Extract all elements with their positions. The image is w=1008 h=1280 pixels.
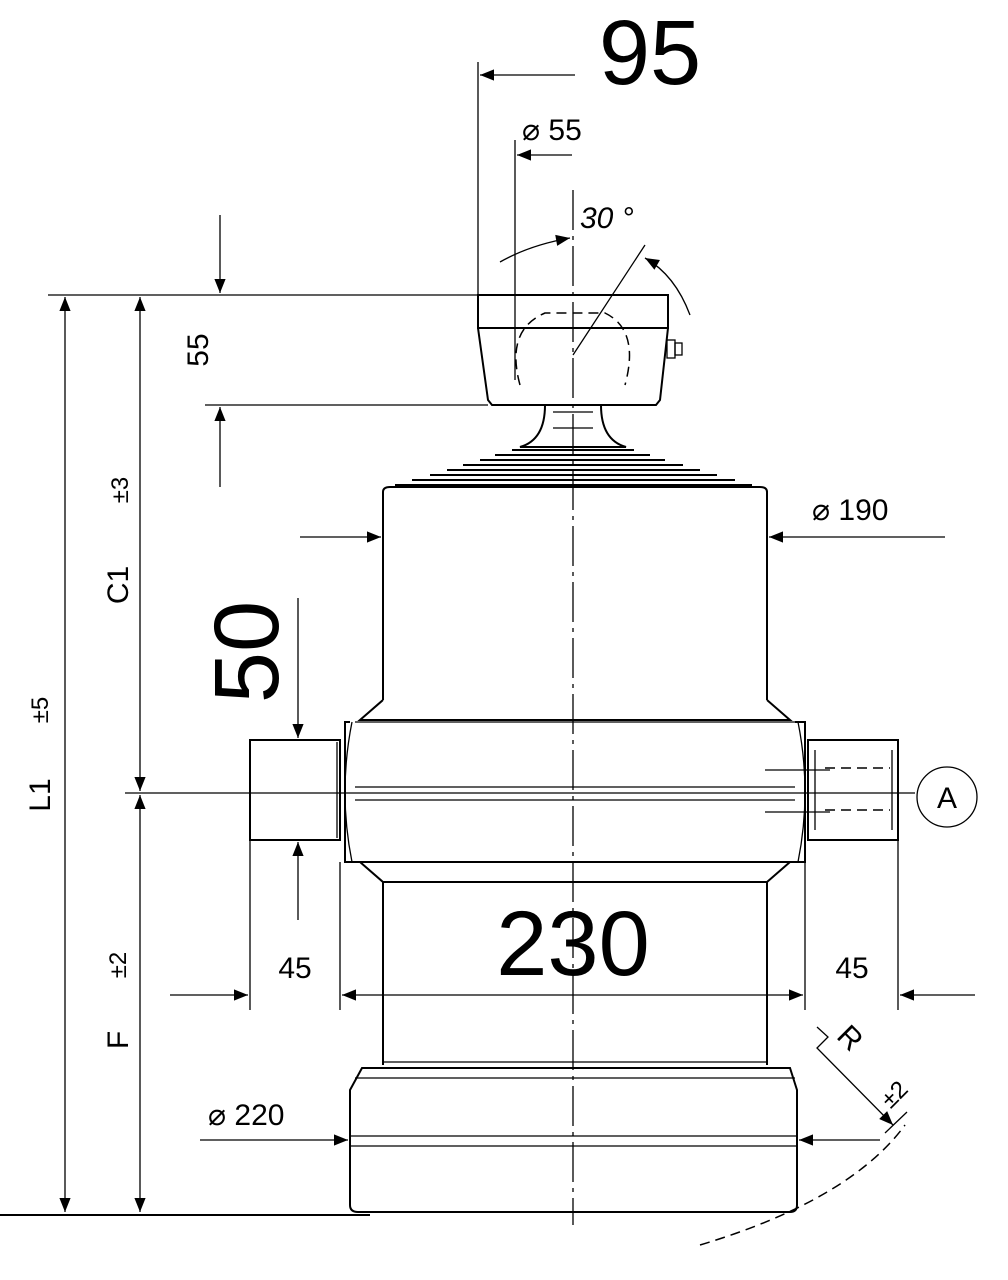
dimension-labels: 95 ⌀ 55 30 ° 55 C1 ±3 L1 ±5 50 ⌀ 190 A 4… bbox=[24, 2, 957, 1132]
dim-cyl-diameter: ⌀ 190 bbox=[812, 494, 888, 527]
dimension-lines bbox=[48, 62, 978, 1212]
dim-l1: L1 bbox=[24, 778, 57, 811]
dim-50: 50 bbox=[196, 601, 298, 703]
center-lines bbox=[125, 190, 915, 1225]
dim-45-left: 45 bbox=[278, 952, 311, 985]
dim-95: 95 bbox=[599, 2, 701, 104]
dim-radius-tol: ±2 bbox=[876, 1076, 914, 1114]
trunnion-right bbox=[807, 739, 899, 841]
port-label: A bbox=[937, 782, 957, 815]
bellows bbox=[395, 449, 752, 486]
dim-c1: C1 bbox=[102, 566, 135, 604]
dim-l1-tol: ±5 bbox=[27, 697, 54, 724]
dim-230: 230 bbox=[496, 893, 650, 995]
dim-head-height: 55 bbox=[182, 333, 215, 366]
dim-angle: 30 ° bbox=[580, 202, 634, 235]
dim-f-tol: ±2 bbox=[105, 952, 132, 979]
dim-radius: R bbox=[830, 1019, 869, 1058]
port-callout-circle bbox=[916, 766, 978, 828]
trunnion-left bbox=[249, 739, 341, 841]
dim-base-diameter: ⌀ 220 bbox=[208, 1099, 284, 1132]
dim-45-right: 45 bbox=[835, 952, 868, 985]
cylinder-body bbox=[0, 294, 906, 1246]
dim-f: F bbox=[102, 1031, 135, 1049]
dim-pin-diameter: ⌀ 55 bbox=[522, 114, 582, 147]
dim-c1-tol: ±3 bbox=[107, 477, 134, 504]
